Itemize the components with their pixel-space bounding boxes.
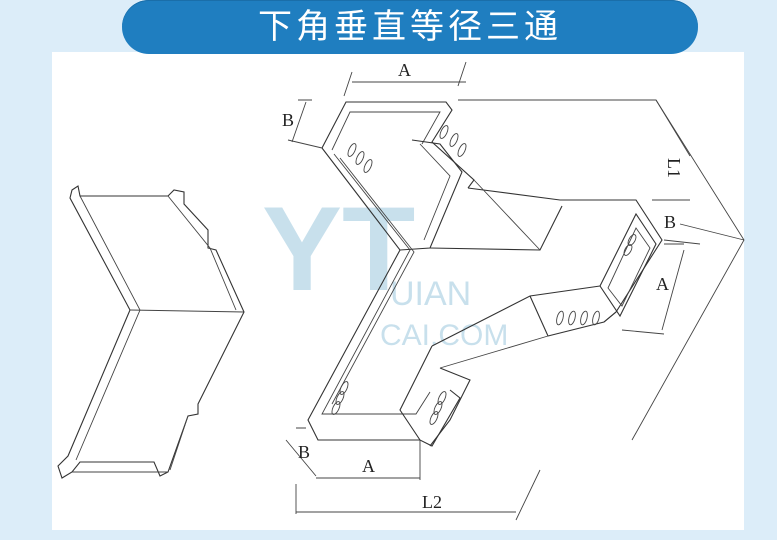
label-a-bottom: A [362, 456, 375, 476]
label-b-bottom: B [298, 442, 310, 462]
plan-view [307, 101, 663, 447]
label-a-top: A [398, 60, 411, 80]
slot-holes [331, 125, 637, 425]
drawing-paper [52, 52, 744, 530]
watermark-big: YT [262, 182, 415, 316]
watermark-logo: YT UIAN CAI.COM [262, 182, 508, 352]
label-l1: L1 [664, 158, 684, 178]
label-l2: L2 [422, 492, 442, 512]
dimension-labels: A B L1 B A B A L2 [282, 60, 684, 512]
label-b-right: B [664, 212, 676, 232]
side-view [57, 185, 245, 479]
dimension-lines [285, 61, 745, 521]
page-title: 下角垂直等径三通 [258, 7, 562, 47]
watermark-line1: UIAN [390, 275, 471, 313]
title-banner: 下角垂直等径三通 [122, 0, 698, 54]
label-b-top: B [282, 110, 294, 130]
label-a-right: A [656, 274, 669, 294]
watermark-line2: CAI.COM [380, 319, 508, 352]
